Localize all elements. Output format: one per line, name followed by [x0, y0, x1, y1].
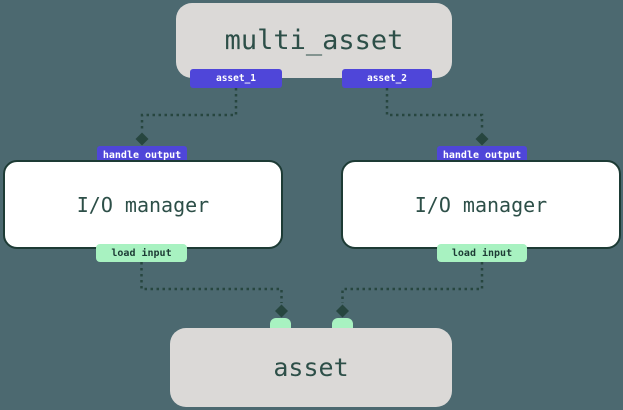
load-input-badge-left: load input: [96, 244, 187, 262]
diamond-arrowhead-left-io: [135, 132, 149, 146]
diamond-arrowhead-asset-port-2: [336, 304, 349, 318]
handle-output-badge-right: handle output: [437, 146, 527, 164]
node-asset: asset: [170, 328, 452, 407]
output-badge-asset-2: asset_2: [342, 69, 432, 88]
node-io-manager-left-label: I/O manager: [76, 192, 210, 217]
node-io-manager-left: I/O manager: [3, 160, 283, 249]
node-multi-asset: multi_asset: [176, 3, 452, 78]
edge-asset2-to-right-io: [385, 88, 484, 131]
node-io-manager-right-label: I/O manager: [414, 192, 548, 217]
diamond-arrowhead-asset-port-1: [275, 304, 288, 318]
output-badge-asset-1-label: asset_1: [215, 73, 257, 84]
node-asset-label: asset: [273, 353, 349, 382]
edge-asset1-to-left-io: [140, 88, 238, 131]
node-multi-asset-label: multi_asset: [224, 25, 404, 56]
output-badge-asset-1: asset_1: [190, 69, 282, 88]
diamond-arrowhead-right-io: [475, 132, 489, 146]
edge-left-io-to-asset: [140, 262, 283, 303]
load-input-badge-right: load input: [437, 244, 527, 262]
handle-output-badge-left: handle output: [97, 146, 187, 164]
load-input-badge-left-label: load input: [111, 247, 172, 259]
load-input-badge-right-label: load input: [451, 247, 513, 259]
handle-output-badge-left-label: handle output: [102, 149, 182, 161]
node-io-manager-right: I/O manager: [341, 160, 621, 249]
handle-output-badge-right-label: handle output: [442, 149, 522, 161]
edge-right-io-to-asset: [341, 262, 484, 303]
output-badge-asset-2-label: asset_2: [366, 73, 408, 84]
